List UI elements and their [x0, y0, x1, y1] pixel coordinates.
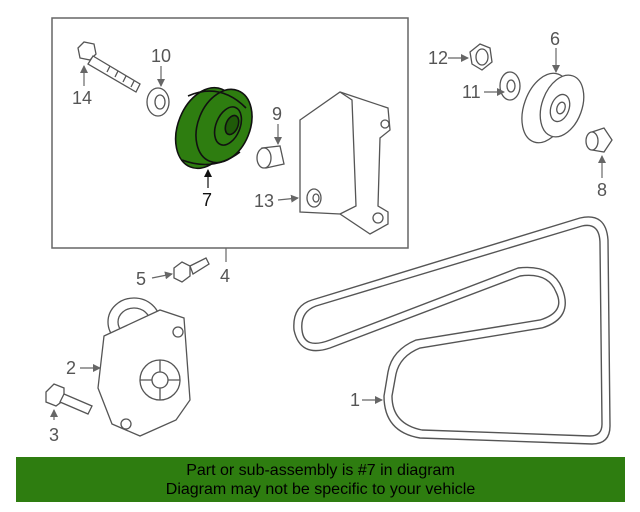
bolt-3	[45, 383, 93, 415]
callout-11: 11	[462, 82, 481, 102]
belt-1	[293, 216, 611, 445]
callout-8: 8	[597, 180, 607, 200]
callout-14: 14	[72, 88, 92, 108]
callout-9: 9	[272, 104, 282, 124]
cap-8	[585, 127, 613, 153]
spacer-10	[146, 87, 170, 117]
callout-13: 13	[254, 191, 274, 211]
callout-4: 4	[220, 266, 230, 286]
bushing-9	[256, 145, 285, 169]
callout-6: 6	[550, 29, 560, 49]
washer-11	[499, 71, 521, 101]
idler-pulley-7	[174, 86, 253, 170]
callout-12: 12	[428, 48, 448, 68]
callout-1: 1	[350, 390, 360, 410]
tensioner-2	[97, 297, 191, 437]
bracket-13	[299, 91, 391, 235]
callout-2: 2	[66, 358, 76, 378]
parts-diagram: 14 10 9 7 13 12 11 6 8 5 4 2 3 1	[45, 17, 613, 445]
bolt-14	[77, 41, 141, 93]
nut-12	[469, 43, 493, 71]
banner-line-1: Part or sub-assembly is #7 in diagram	[186, 462, 455, 479]
callout-3: 3	[49, 425, 59, 445]
callout-5: 5	[136, 269, 146, 289]
leader-lines	[50, 48, 606, 420]
callout-7: 7	[202, 190, 212, 210]
subassembly-box	[51, 17, 409, 249]
info-banner: Part or sub-assembly is #7 in diagram Di…	[16, 457, 625, 502]
bolt-5	[173, 257, 210, 283]
pulley-6	[521, 72, 585, 144]
callout-10: 10	[151, 46, 171, 66]
banner-line-2: Diagram may not be specific to your vehi…	[165, 481, 476, 498]
